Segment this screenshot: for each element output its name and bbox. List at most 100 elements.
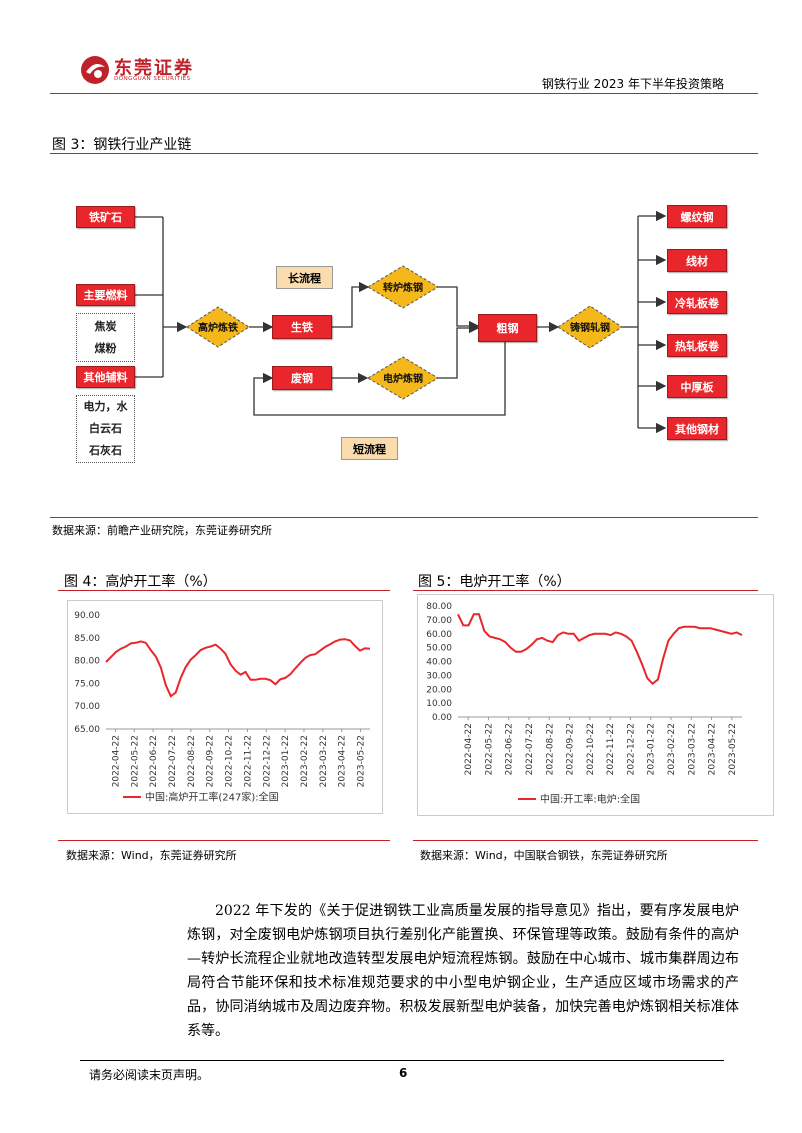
diamond-converter: 转炉炼钢	[367, 265, 439, 309]
figure3-bottom-rule	[50, 517, 758, 518]
figure4-title: 图 4：高炉开工率（%）	[64, 574, 217, 590]
figure4-top-rule	[58, 590, 390, 591]
x-tick-label: 2023-05-22	[357, 735, 367, 787]
body-paragraph: 2022 年下发的《关于促进钢铁工业高质量发展的指导意见》指出，要有序发展电炉炼…	[187, 903, 739, 1039]
x-tick-label: 2022-09-22	[566, 723, 576, 775]
figure4-bottom-rule	[58, 840, 390, 841]
node-main-fuel: 主要燃料	[76, 284, 135, 306]
x-tick-label: 2022-10-22	[225, 735, 235, 787]
footer-rule	[80, 1060, 724, 1061]
legend-label: 中国:高炉开工率(247家):全国	[145, 791, 279, 804]
y-tick-label: 10.00	[426, 699, 452, 709]
y-tick-label: 50.00	[426, 644, 452, 654]
x-tick-label: 2023-01-22	[281, 735, 291, 787]
x-tick-label: 2022-09-22	[206, 735, 216, 787]
figure5-bottom-rule	[413, 840, 758, 841]
product-wire-rod: 线材	[667, 249, 727, 272]
x-tick-label: 2022-08-22	[187, 735, 197, 787]
x-tick-label: 2022-07-22	[168, 735, 178, 787]
chain-connectors: 高炉炼铁 转炉炼钢 电炉炼钢 铸钢轧钢	[135, 210, 667, 434]
logo-subtext: DONGGUAN SECURITIES	[114, 76, 191, 82]
figure3-top-rule	[50, 153, 758, 154]
x-tick-label: 2022-11-22	[243, 735, 253, 787]
x-tick-label: 2022-11-22	[606, 723, 616, 775]
x-tick-label: 2023-01-22	[647, 723, 657, 775]
figure4-source: 数据来源：Wind，东莞证券研究所	[66, 849, 237, 862]
header-rule	[50, 93, 758, 94]
y-tick-label: 65.00	[74, 725, 100, 735]
footer-disclaimer: 请务必阅读末页声明。	[89, 1068, 210, 1082]
node-pig-iron: 生铁	[272, 315, 332, 339]
product-other-steel: 其他钢材	[667, 417, 727, 440]
x-tick-label: 2022-05-22	[484, 723, 494, 775]
blast-furnace-label: 高炉炼铁	[198, 321, 238, 334]
page-number: 6	[399, 1066, 408, 1080]
y-tick-label: 40.00	[426, 658, 452, 668]
x-tick-label: 2022-04-22	[111, 735, 121, 787]
x-tick-label: 2023-02-22	[300, 735, 310, 787]
x-tick-label: 2022-05-22	[130, 735, 140, 787]
x-tick-label: 2022-12-22	[626, 723, 636, 775]
product-hot-rolled: 热轧板卷	[667, 334, 727, 357]
chart-blast-furnace-svg: 90.0085.0080.0075.0070.0065.002022-04-22…	[74, 611, 371, 804]
tag-short-flow: 短流程	[341, 437, 398, 460]
chart-eaf-svg: 80.00 70.00 60.00 50.00 40.00 30.00 20.00 10.00…	[426, 602, 743, 806]
x-tick-label: 2022-06-22	[505, 723, 515, 775]
figure5-title: 图 5：电炉开工率（%）	[418, 574, 571, 590]
fuel-item: 煤粉	[94, 341, 117, 355]
figure5-top-rule	[413, 590, 758, 591]
x-tick-label: 2022-12-22	[262, 735, 272, 787]
aux-item: 石灰石	[89, 444, 122, 457]
x-tick-label: 2023-05-22	[728, 723, 738, 775]
casting-label: 铸钢轧钢	[570, 321, 610, 334]
chart-eaf: 80.00 70.00 60.00 50.00 40.00 30.00 20.00 10.00…	[417, 594, 774, 816]
aux-item: 电力，水	[83, 400, 128, 413]
x-tick-label: 2023-03-22	[319, 735, 329, 787]
logo-text: 东莞证券	[114, 58, 194, 79]
aux-item: 白云石	[89, 422, 122, 435]
series-line	[105, 638, 371, 698]
fuel-items-box: 焦炭 煤粉	[76, 313, 135, 362]
node-iron-ore: 铁矿石	[76, 206, 135, 228]
y-tick-label: 90.00	[74, 611, 100, 621]
y-tick-label: 80.00	[426, 602, 452, 612]
node-scrap: 废钢	[272, 366, 332, 390]
x-tick-label: 2022-04-22	[464, 723, 474, 775]
product-cold-rolled: 冷轧板卷	[667, 291, 727, 314]
y-tick-label: 85.00	[74, 634, 100, 644]
product-rebar: 螺纹钢	[667, 205, 727, 228]
node-other-aux: 其他辅料	[76, 366, 135, 388]
x-tick-label: 2023-04-22	[708, 723, 718, 775]
product-medium-plate: 中厚板	[667, 375, 727, 398]
diamond-casting: 铸钢轧钢	[557, 305, 623, 349]
legend-label: 中国:开工率:电炉:全国	[540, 793, 640, 806]
diamond-eaf: 电炉炼钢	[367, 356, 439, 400]
y-tick-label: 0.00	[432, 713, 452, 723]
y-tick-label: 30.00	[426, 671, 452, 681]
y-tick-label: 60.00	[426, 630, 452, 640]
aux-items-box: 电力，水 白云石 石灰石	[76, 395, 135, 463]
figure5-source: 数据来源：Wind，中国联合钢铁，东莞证券研究所	[420, 849, 668, 862]
diamond-blast-furnace: 高炉炼铁	[186, 306, 250, 348]
x-tick-label: 2023-04-22	[338, 735, 348, 787]
logo: 东莞证券 DONGGUAN SECURITIES	[80, 53, 220, 87]
y-tick-label: 20.00	[426, 685, 452, 695]
converter-label: 转炉炼钢	[383, 281, 423, 294]
tag-long-flow: 长流程	[276, 266, 333, 289]
y-tick-label: 70.00	[74, 702, 100, 712]
figure3-title: 图 3：钢铁行业产业链	[52, 137, 192, 153]
eaf-label: 电炉炼钢	[383, 372, 423, 385]
x-tick-label: 2022-08-22	[545, 723, 555, 775]
logo-icon	[81, 56, 109, 84]
x-tick-label: 2022-10-22	[586, 723, 596, 775]
x-tick-label: 2023-02-22	[667, 723, 677, 775]
report-title: 钢铁行业 2023 年下半年投资策略	[541, 77, 724, 91]
figure3-source: 数据来源：前瞻产业研究院，东莞证券研究所	[52, 524, 272, 537]
y-tick-label: 75.00	[74, 679, 100, 689]
x-tick-label: 2022-07-22	[525, 723, 535, 775]
x-tick-label: 2022-06-22	[149, 735, 159, 787]
x-tick-label: 2023-03-22	[687, 723, 697, 775]
y-tick-label: 70.00	[426, 616, 452, 626]
fuel-item: 焦炭	[94, 319, 117, 333]
